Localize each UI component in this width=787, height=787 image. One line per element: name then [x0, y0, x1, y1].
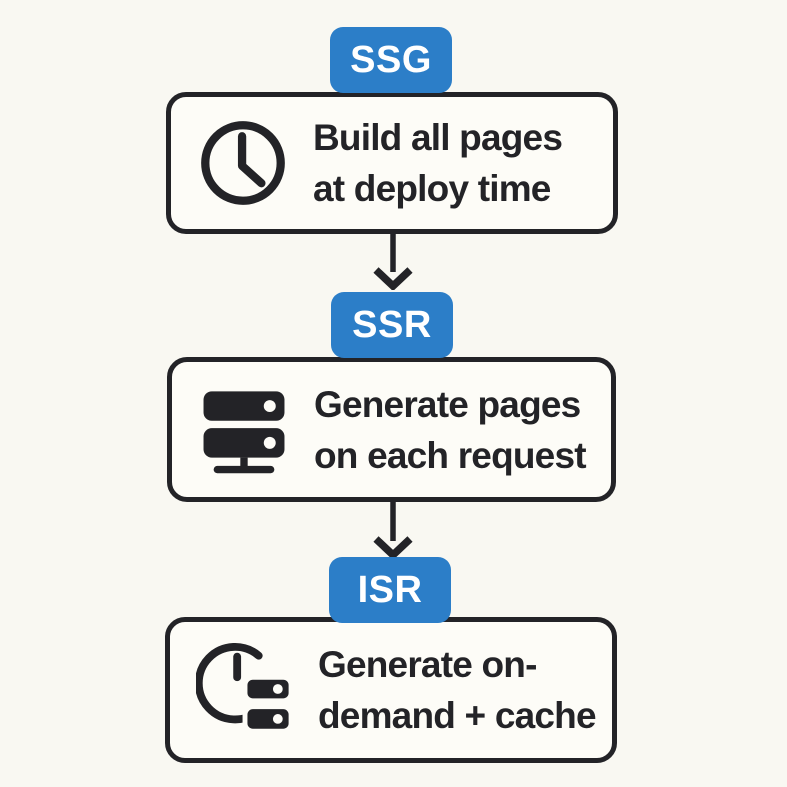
card-isr-line1: Generate on-: [318, 644, 537, 685]
card-isr-text: Generate on- demand + cache: [318, 639, 597, 741]
card-ssr-line2: on each request: [314, 434, 587, 476]
badge-ssg: SSG: [330, 27, 452, 93]
card-isr-line2: demand + cache: [318, 695, 597, 736]
card-ssr-line1: Generate pages: [314, 383, 581, 425]
card-ssr-text: Generate pages on each request: [314, 379, 587, 481]
card-ssg: Build all pages at deploy time: [166, 92, 618, 234]
card-isr: Generate on- demand + cache: [165, 617, 617, 763]
card-ssr: Generate pages on each request: [167, 357, 616, 502]
card-ssg-line1: Build all pages: [313, 117, 563, 158]
badge-isr: ISR: [329, 557, 451, 623]
arrow-down-icon: [373, 232, 413, 290]
card-ssg-text: Build all pages at deploy time: [313, 112, 563, 214]
badge-ssr-label: SSR: [352, 303, 432, 346]
arrow-down-icon: [373, 501, 413, 559]
badge-ssg-label: SSG: [350, 38, 432, 81]
clock-icon: [201, 121, 285, 205]
badge-ssr: SSR: [331, 292, 453, 358]
badge-isr-label: ISR: [357, 568, 423, 611]
card-ssg-line2: at deploy time: [313, 168, 551, 209]
clock-server-icon: [196, 642, 294, 734]
server-icon: [203, 390, 285, 473]
